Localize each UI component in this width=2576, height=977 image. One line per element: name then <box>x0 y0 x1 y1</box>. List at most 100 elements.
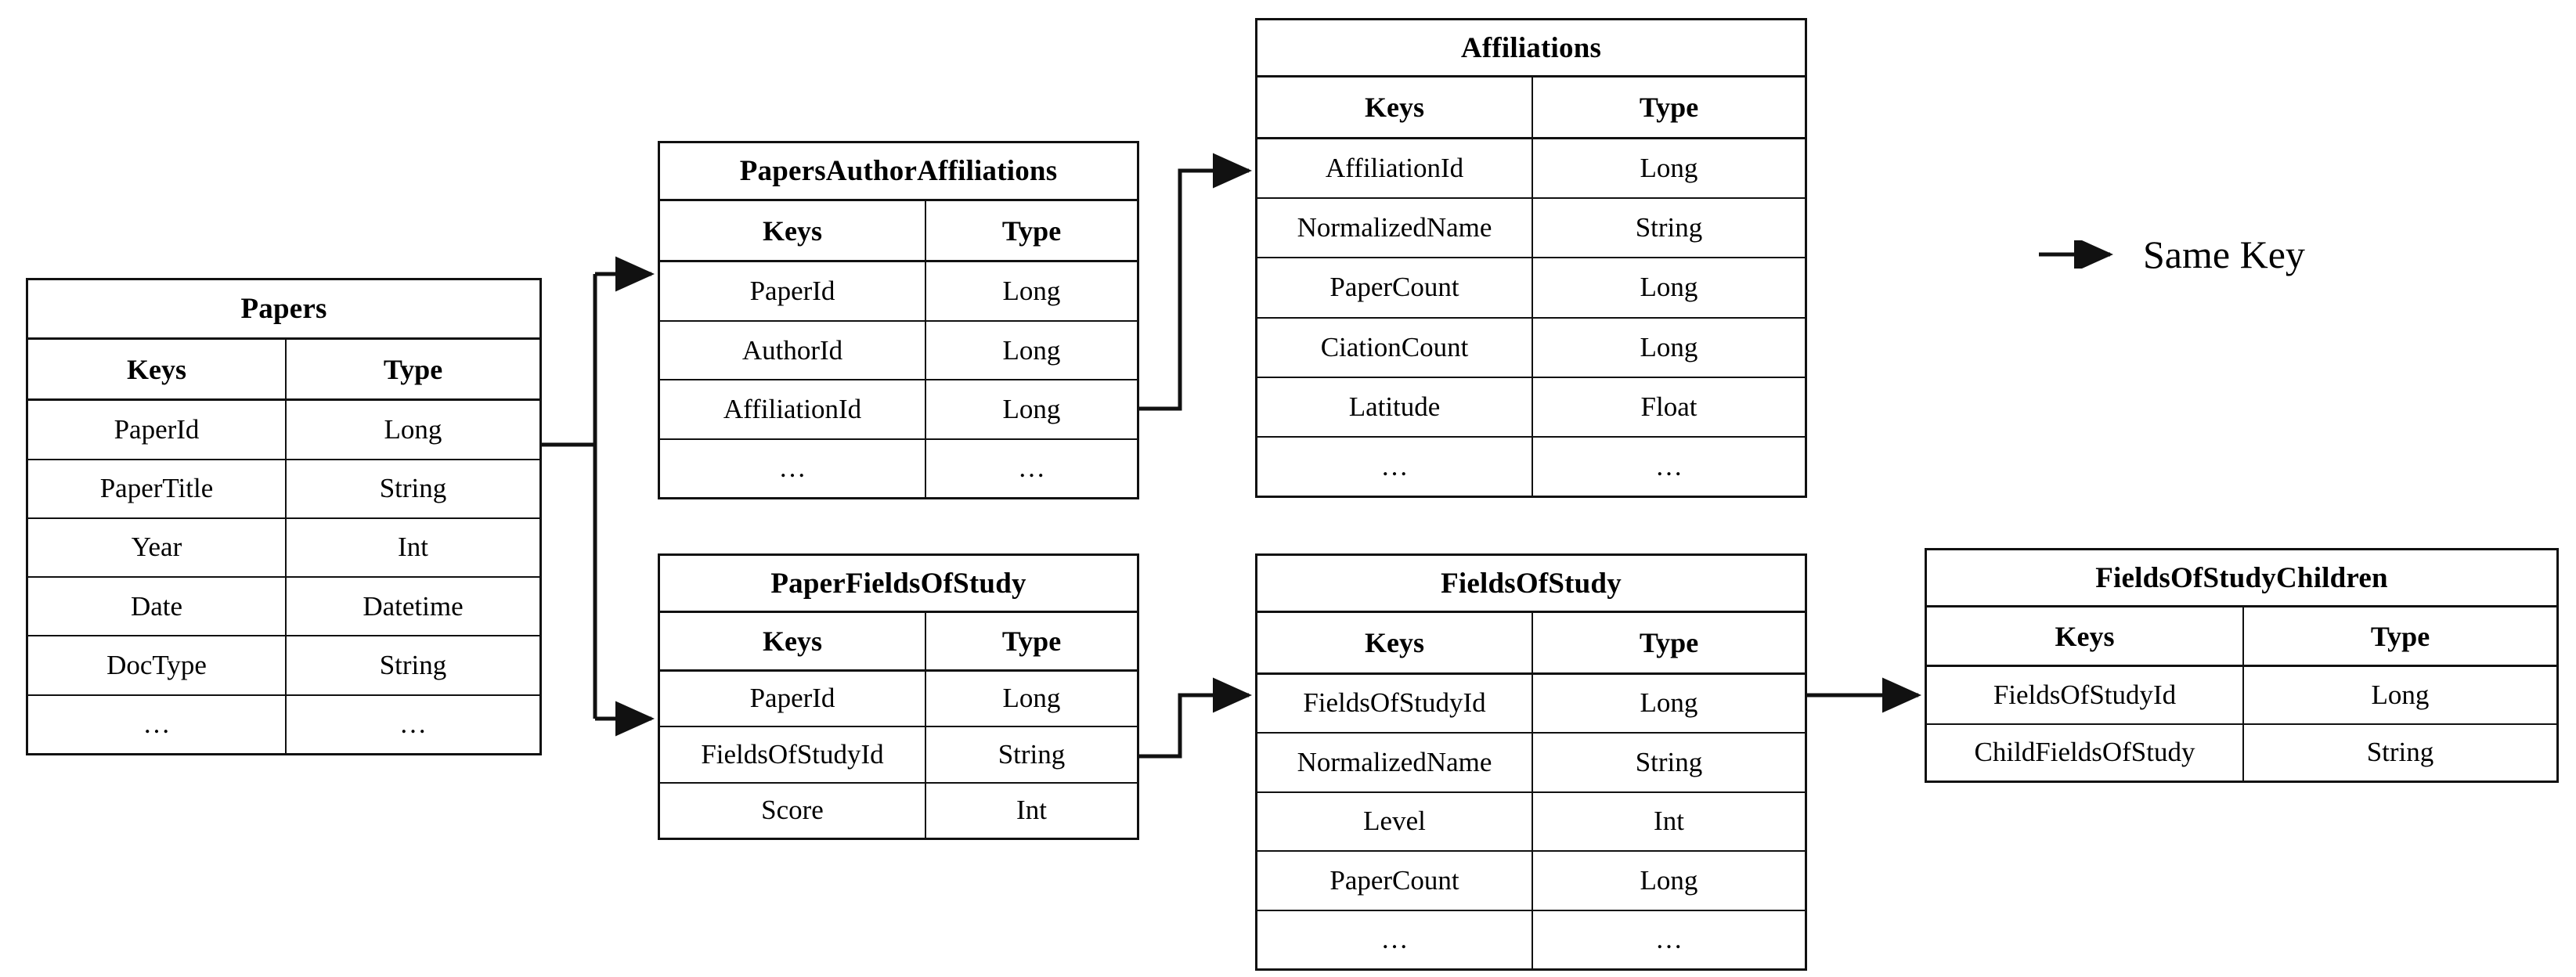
row-key: FieldsOfStudyId <box>1257 674 1533 732</box>
column-header-type: Type <box>1639 92 1699 124</box>
table-title: Affiliations <box>1257 20 1805 78</box>
table-row: ChildFieldsOfStudy String <box>1927 724 2556 781</box>
table-row: NormalizedName String <box>1257 199 1805 259</box>
table-row: PaperCount Long <box>1257 852 1805 911</box>
column-header-keys: Keys <box>660 201 926 261</box>
table-row: Year Int <box>28 518 539 579</box>
row-key: FieldsOfStudyId <box>660 727 926 782</box>
row-type: Int <box>398 532 428 563</box>
row-type: Float <box>1640 391 1697 422</box>
row-key: Latitude <box>1257 377 1533 436</box>
row-key: AffiliationId <box>1257 139 1533 198</box>
row-type: Long <box>1640 687 1698 719</box>
row-type: String <box>1635 212 1703 243</box>
table-title: PaperFieldsOfStudy <box>660 556 1137 613</box>
row-key: Year <box>28 518 287 577</box>
column-header-keys: Keys <box>1257 613 1533 672</box>
entity-table-fields-of-study: FieldsOfStudy Keys Type FieldsOfStudyId … <box>1255 553 1807 971</box>
table-row: PaperId Long <box>28 401 539 460</box>
row-type: … <box>1018 452 1045 484</box>
row-type: Long <box>1640 864 1698 896</box>
column-header-type: Type <box>2370 620 2430 652</box>
row-type: Long <box>384 413 442 445</box>
table-row: FieldsOfStudyId Long <box>1257 674 1805 734</box>
row-key: … <box>1257 910 1533 968</box>
row-type: String <box>998 738 1066 770</box>
column-header-keys: Keys <box>1927 607 2244 665</box>
table-header-row: Keys Type <box>1927 607 2556 668</box>
row-key: FieldsOfStudyId <box>1927 667 2244 723</box>
column-header-keys: Keys <box>28 340 287 399</box>
table-header-row: Keys Type <box>1257 78 1805 140</box>
table-row: PaperCount Long <box>1257 258 1805 319</box>
row-key: PaperId <box>28 401 287 459</box>
table-title: PapersAuthorAffiliations <box>660 143 1137 201</box>
connector-paa-to-affiliations <box>1139 153 1253 411</box>
row-type: … <box>1655 450 1683 481</box>
connector-pfos-to-fieldsofstudy <box>1139 677 1253 759</box>
table-row: PaperId Long <box>660 262 1137 322</box>
table-header-row: Keys Type <box>660 201 1137 263</box>
table-row: PaperId Long <box>660 671 1137 727</box>
row-key: DocType <box>28 636 287 694</box>
connector-papers-to-paa <box>542 256 655 737</box>
row-type: Long <box>1640 331 1698 362</box>
row-key: NormalizedName <box>1257 199 1533 258</box>
entity-table-fields-of-study-children: FieldsOfStudyChildren Keys Type FieldsOf… <box>1925 548 2559 783</box>
table-row: FieldsOfStudyId Long <box>1927 667 2556 725</box>
row-key: Level <box>1257 792 1533 850</box>
table-row-ellipsis: … … <box>660 439 1137 498</box>
column-header-type: Type <box>1001 625 1062 657</box>
table-title: Papers <box>28 280 539 340</box>
row-key: PaperId <box>660 262 926 320</box>
table-row: NormalizedName String <box>1257 734 1805 793</box>
row-type: Int <box>1654 806 1684 837</box>
entity-table-affiliations: Affiliations Keys Type AffiliationId Lon… <box>1255 18 1807 498</box>
table-row: Score Int <box>660 783 1137 838</box>
table-row-ellipsis: … … <box>1257 910 1805 968</box>
row-type: Datetime <box>363 590 464 622</box>
row-key: PaperCount <box>1257 852 1533 910</box>
row-key: PaperCount <box>1257 258 1533 317</box>
row-key: AffiliationId <box>660 380 926 438</box>
row-type: Int <box>1016 795 1047 826</box>
row-type: Long <box>2371 679 2430 710</box>
legend-label: Same Key <box>2143 233 2305 276</box>
row-type: String <box>1635 746 1703 777</box>
table-row: AffiliationId Long <box>1257 139 1805 200</box>
row-key: … <box>660 439 926 498</box>
table-header-row: Keys Type <box>1257 613 1805 675</box>
same-key-arrow-icon <box>2039 240 2114 269</box>
column-header-keys: Keys <box>660 613 926 669</box>
row-type: … <box>399 708 427 740</box>
row-key: CiationCount <box>1257 318 1533 377</box>
entity-table-paper-fields-of-study: PaperFieldsOfStudy Keys Type PaperId Lon… <box>658 553 1139 840</box>
row-type: String <box>379 473 447 504</box>
table-row: AuthorId Long <box>660 321 1137 381</box>
entity-table-papers: Papers Keys Type PaperId Long PaperTitle… <box>26 278 542 755</box>
table-row: Latitude Float <box>1257 377 1805 438</box>
row-key: Score <box>660 783 926 838</box>
table-row: PaperTitle String <box>28 460 539 519</box>
table-row-ellipsis: … … <box>28 695 539 753</box>
table-title: FieldsOfStudy <box>1257 556 1805 613</box>
row-type: Long <box>1002 683 1061 714</box>
table-row: Level Int <box>1257 792 1805 852</box>
row-key: PaperTitle <box>28 460 287 517</box>
row-key: ChildFieldsOfStudy <box>1927 724 2244 781</box>
row-type: Long <box>1002 393 1061 424</box>
table-row: Date Datetime <box>28 578 539 637</box>
row-type: … <box>1655 924 1683 955</box>
table-header-row: Keys Type <box>28 340 539 402</box>
column-header-type: Type <box>383 353 443 385</box>
row-type: String <box>2366 737 2434 768</box>
table-row: AffiliationId Long <box>660 380 1137 440</box>
table-header-row: Keys Type <box>660 613 1137 672</box>
table-row-ellipsis: … … <box>1257 437 1805 496</box>
row-type: Long <box>1002 334 1061 366</box>
row-key: Date <box>28 578 287 636</box>
entity-table-papers-author-affiliations: PapersAuthorAffiliations Keys Type Paper… <box>658 141 1139 499</box>
column-header-type: Type <box>1639 626 1699 658</box>
legend: Same Key <box>2036 232 2305 277</box>
